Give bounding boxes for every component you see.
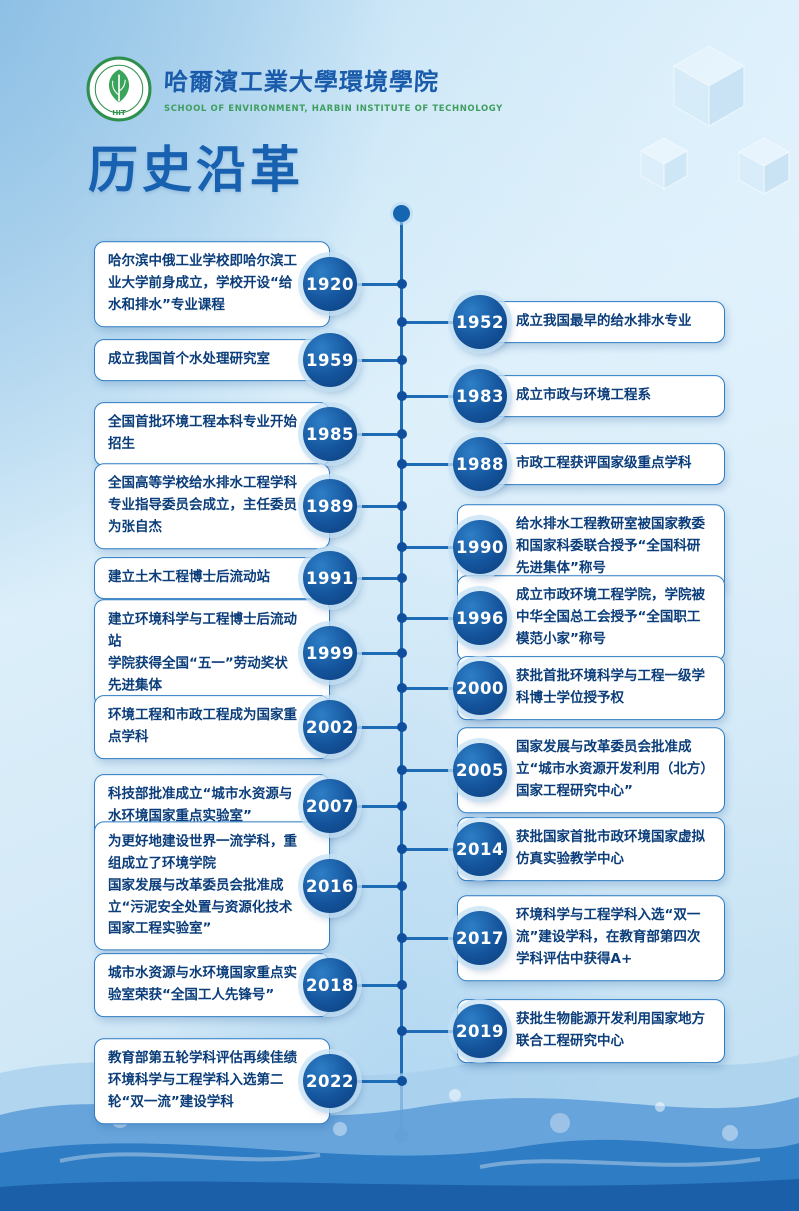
connector-line: [401, 462, 459, 466]
connector-line: [330, 983, 402, 987]
junction-dot: [396, 501, 407, 511]
junction-dot: [396, 933, 407, 943]
timeline-year-badge: 2018: [303, 958, 357, 1012]
connector-line: [401, 616, 459, 620]
timeline-year-badge: 1959: [303, 333, 357, 387]
timeline-entry-text: 建立环境科学与工程博士后流动站 学院获得全国“五一”劳动奖状先进集体: [94, 599, 330, 707]
header: HIT 哈爾濱工業大學環境學院 SCHOOL OF ENVIRONMENT, H…: [86, 56, 503, 122]
timeline-year-badge: 1999: [303, 626, 357, 680]
connector-line: [401, 936, 459, 940]
svg-text:HIT: HIT: [112, 108, 126, 117]
junction-dot: [396, 429, 407, 439]
timeline-year-badge: 1989: [303, 479, 357, 533]
timeline-entry-text: 为更好地建设世界一流学科，重组成立了环境学院 国家发展与改革委员会批准成立“污泥…: [94, 821, 330, 951]
org-name-english: SCHOOL OF ENVIRONMENT, HARBIN INSTITUTE …: [164, 104, 503, 114]
timeline-entry-text: 获批国家首批市政环境国家虚拟仿真实验教学中心: [457, 817, 725, 881]
connector-line: [401, 394, 459, 398]
timeline-entry-text: 全国首批环境工程本科专业开始招生: [94, 402, 330, 466]
timeline-year-badge: 1990: [453, 520, 507, 574]
connector-line: [330, 504, 402, 508]
timeline-year-badge: 1985: [303, 407, 357, 461]
timeline-year-badge: 1952: [453, 295, 507, 349]
connector-line: [401, 847, 459, 851]
junction-dot: [396, 722, 407, 732]
hit-environment-logo-icon: HIT: [86, 56, 152, 122]
connector-line: [401, 768, 459, 772]
junction-dot: [396, 355, 407, 365]
timeline-year-badge: 2016: [303, 859, 357, 913]
timeline-entry-text: 教育部第五轮学科评估再续佳绩 环境科学与工程学科入选第二轮“双一流”建设学科: [94, 1038, 330, 1124]
connector-line: [401, 1029, 459, 1033]
junction-dot: [396, 279, 407, 289]
timeline-entry-text: 成立我国首个水处理研究室: [94, 339, 330, 381]
connector-line: [330, 576, 402, 580]
junction-dot: [396, 765, 407, 775]
timeline-entry-text: 环境工程和市政工程成为国家重点学科: [94, 695, 330, 759]
timeline-entry-text: 城市水资源与水环境国家重点实验室荣获“全国工人先锋号”: [94, 953, 330, 1017]
org-name-block: 哈爾濱工業大學環境學院 SCHOOL OF ENVIRONMENT, HARBI…: [163, 56, 503, 114]
timeline-year-badge: 2007: [303, 779, 357, 833]
junction-dot: [396, 317, 407, 327]
timeline-year-badge: 1991: [303, 551, 357, 605]
connector-line: [330, 651, 402, 655]
timeline-year-badge: 2017: [453, 911, 507, 965]
connector-line: [330, 282, 402, 286]
timeline-entry-text: 哈尔滨中俄工业学校即哈尔滨工业大学前身成立，学校开设“给水和排水”专业课程: [94, 241, 330, 327]
timeline-year-badge: 2000: [453, 661, 507, 715]
junction-dot: [396, 573, 407, 583]
connector-line: [330, 358, 402, 362]
junction-dot: [396, 1026, 407, 1036]
timeline-axis-line: [400, 213, 403, 1135]
connector-line: [330, 884, 402, 888]
timeline-year-badge: 2005: [453, 743, 507, 797]
junction-dot: [396, 648, 407, 658]
timeline-end-dot: [394, 1128, 409, 1143]
junction-dot: [396, 542, 407, 552]
junction-dot: [396, 881, 407, 891]
timeline-year-badge: 2002: [303, 700, 357, 754]
timeline-entry-text: 获批首批环境科学与工程一级学科博士学位授予权: [457, 656, 725, 720]
connector-line: [401, 545, 459, 549]
connector-line: [330, 804, 402, 808]
timeline-start-dot: [393, 205, 410, 222]
connector-line: [401, 686, 459, 690]
timeline-year-badge: 1988: [453, 437, 507, 491]
timeline-year-badge: 1920: [303, 257, 357, 311]
timeline-year-badge: 2019: [453, 1004, 507, 1058]
timeline-year-badge: 2022: [303, 1054, 357, 1108]
timeline-year-badge: 1996: [453, 591, 507, 645]
timeline-year-badge: 1983: [453, 369, 507, 423]
junction-dot: [396, 980, 407, 990]
junction-dot: [396, 391, 407, 401]
page-title: 历史沿革: [88, 141, 304, 199]
junction-dot: [396, 801, 407, 811]
junction-dot: [396, 844, 407, 854]
connector-line: [330, 725, 402, 729]
junction-dot: [396, 613, 407, 623]
connector-line: [401, 320, 459, 324]
timeline-entry-text: 全国高等学校给水排水工程学科专业指导委员会成立，主任委员为张自杰: [94, 463, 330, 549]
timeline-entry-text: 建立土木工程博士后流动站: [94, 557, 330, 599]
junction-dot: [396, 459, 407, 469]
timeline-year-badge: 2014: [453, 822, 507, 876]
junction-dot: [396, 1076, 407, 1086]
connector-line: [330, 432, 402, 436]
junction-dot: [396, 683, 407, 693]
